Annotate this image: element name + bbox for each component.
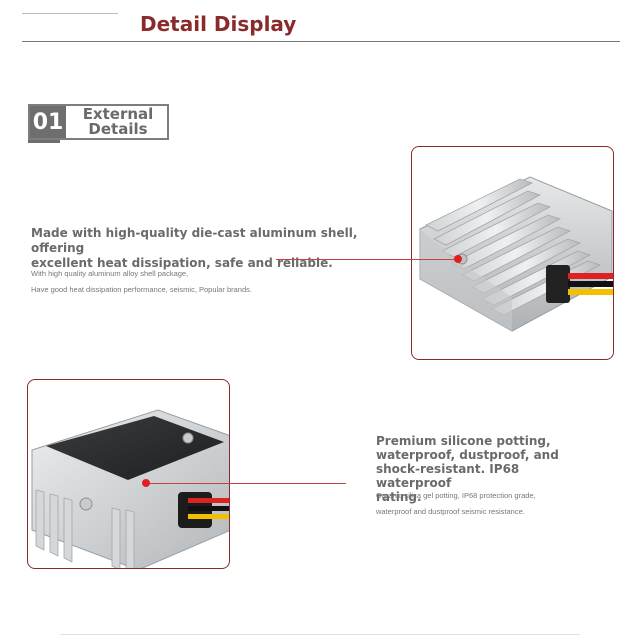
converter-side-image xyxy=(419,176,613,332)
feature1-line1: Made with high-quality die-cast aluminum… xyxy=(31,226,358,255)
product-photo-potting xyxy=(27,379,230,569)
feature1-sub-line2: Have good heat dissipation performance, … xyxy=(31,285,252,294)
feature2-line3: shock-resistant. IP68 waterproof xyxy=(376,462,520,490)
header-divider xyxy=(22,41,620,42)
section-badge-tick xyxy=(28,140,60,143)
converter-top-image xyxy=(31,409,229,568)
feature2-sub-line1: Organic silica gel potting, IP68 protect… xyxy=(376,491,536,500)
feature2-line2: waterproof, dustproof, and xyxy=(376,448,559,462)
feature2-line4: rating. xyxy=(376,490,422,504)
header-decor-line xyxy=(22,0,118,14)
section-label-line2: Details xyxy=(88,120,148,138)
feature2-sub-line2: waterproof and dustproof seismic resista… xyxy=(376,507,525,516)
product-photo-side xyxy=(411,146,614,360)
feature1-line2: excellent heat dissipation, safe and rel… xyxy=(31,256,333,270)
feature1-sub-line1: With high quality aluminum alloy shell p… xyxy=(31,269,189,278)
section-badge: 01 External Details xyxy=(28,104,169,140)
section-label: External Details xyxy=(70,107,166,137)
feature2-subtext: Organic silica gel potting, IP68 protect… xyxy=(376,488,606,520)
footer-divider xyxy=(60,634,580,635)
feature2-pointer-line xyxy=(146,483,346,484)
feature2-description: Premium silicone potting, waterproof, du… xyxy=(376,434,594,504)
page-title: Detail Display xyxy=(140,12,297,36)
feature1-description: Made with high-quality die-cast aluminum… xyxy=(31,226,401,271)
feature1-pointer-dot xyxy=(454,255,462,263)
feature2-pointer-dot xyxy=(142,479,150,487)
feature2-line1: Premium silicone potting, xyxy=(376,434,551,448)
feature1-pointer-line xyxy=(276,259,458,260)
section-number: 01 xyxy=(30,106,66,138)
section-label-line1: External xyxy=(82,105,154,123)
feature1-subtext: With high quality aluminum alloy shell p… xyxy=(31,266,361,298)
